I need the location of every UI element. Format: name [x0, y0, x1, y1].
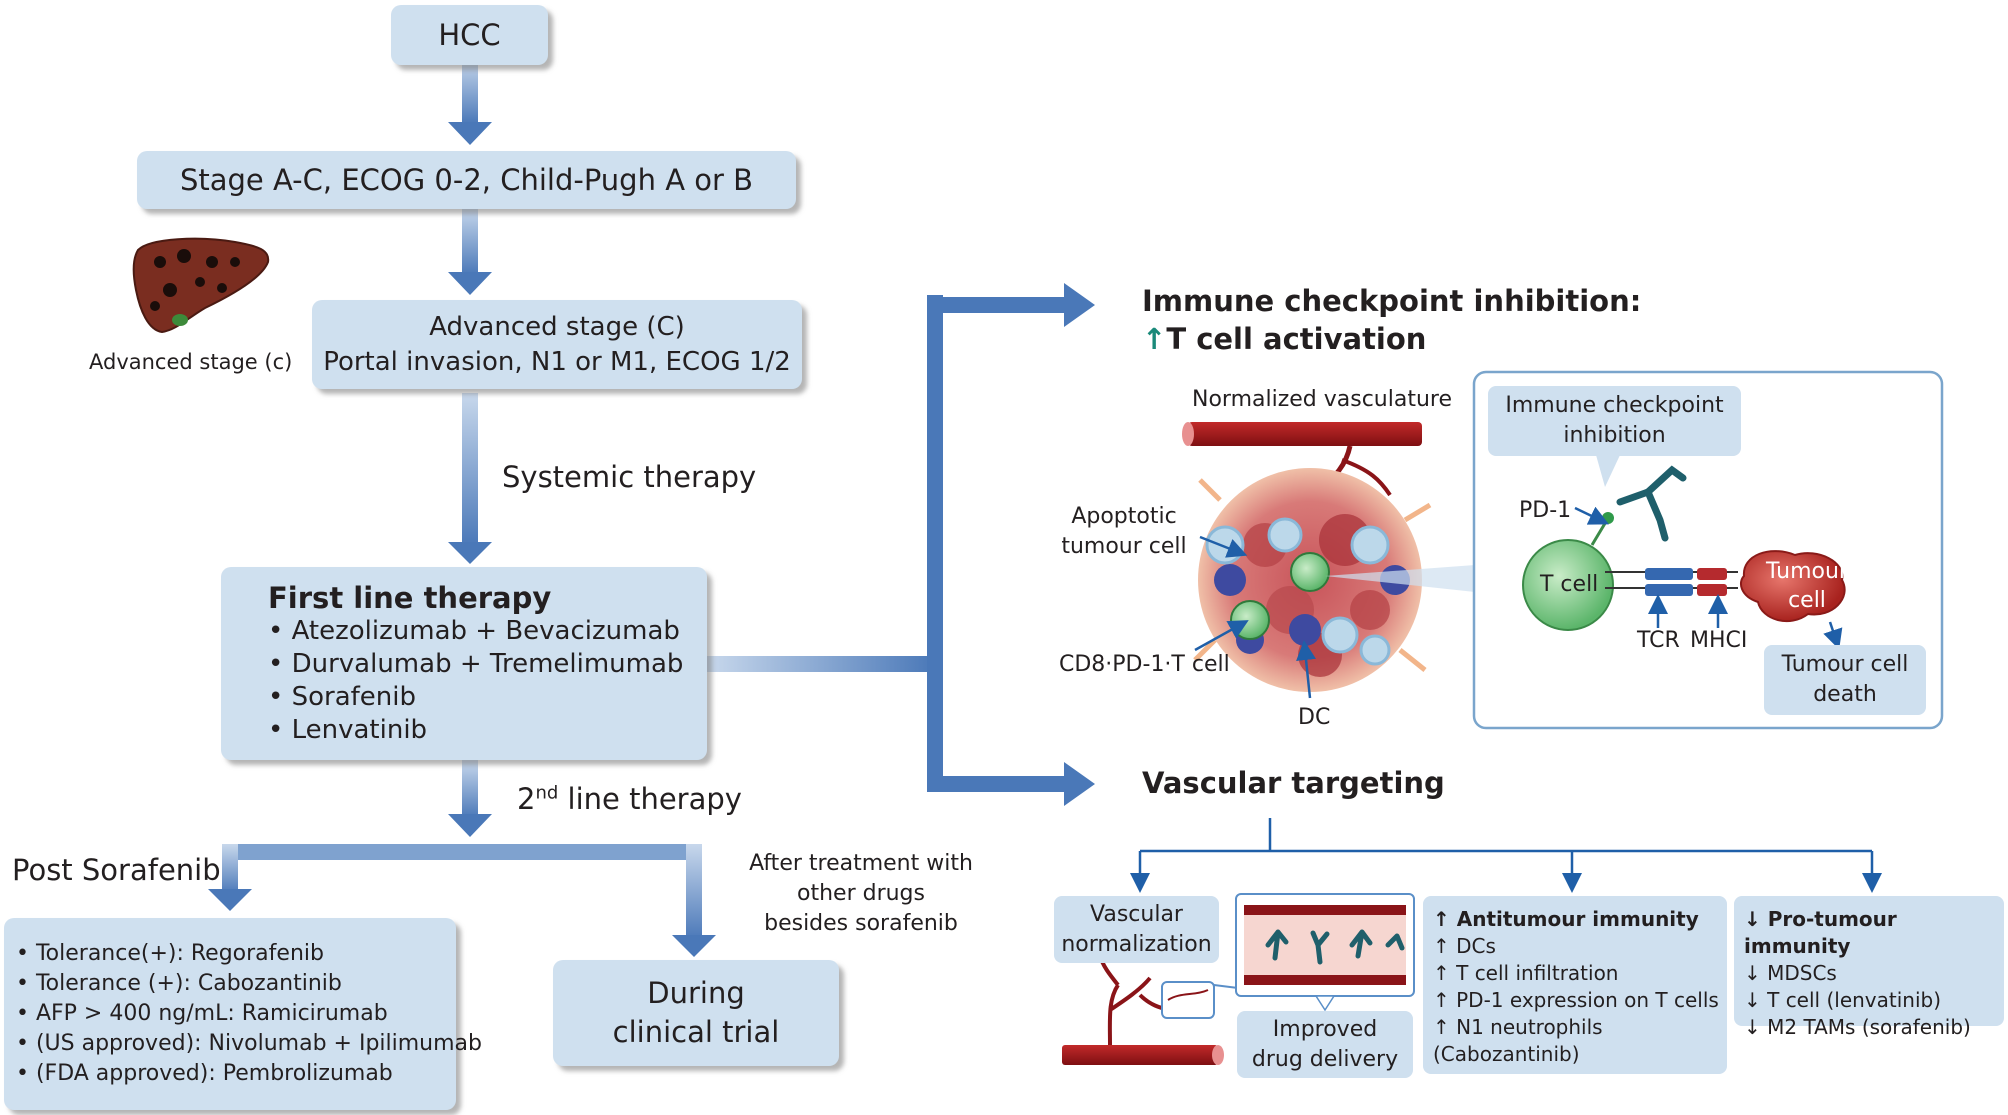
flow-arrows	[208, 58, 1095, 957]
protumour-item: ↓ MDSCs	[1744, 961, 1837, 985]
advanced-stage-line2: Portal invasion, N1 or M1, ECOG 1/2	[323, 346, 791, 377]
tumour-death-box: Tumour cell death	[1764, 645, 1926, 715]
post-item: • (FDA approved): Pembrolizumab	[16, 1061, 393, 1086]
post-sorafenib-list: • Tolerance(+): Regorafenib • Tolerance …	[16, 939, 482, 1089]
apoptotic-label: Apoptotic tumour cell	[1050, 502, 1198, 562]
advanced-stage-line1: Advanced stage (C)	[429, 311, 685, 342]
protumour-list: ↓ MDSCs ↓ T cell (lenvatinib) ↓ M2 TAMs …	[1744, 960, 2004, 1041]
ici-label-line: Immune checkpoint	[1505, 393, 1724, 418]
pd1-label: PD-1	[1519, 498, 1572, 523]
dc-label: DC	[1298, 705, 1331, 730]
vascular-normalization-box: Vascular normalization	[1054, 896, 1219, 963]
tumour-cell-line: Tumour	[1766, 559, 1848, 584]
post-sorafenib-label: Post Sorafenib	[12, 853, 221, 887]
vascular-title: Vascular targeting	[1142, 766, 1445, 800]
tumour-death-line: death	[1813, 682, 1877, 707]
clinical-trial-line: clinical trial	[612, 1015, 780, 1049]
post-item: • Tolerance (+): Cabozantinib	[16, 971, 342, 996]
post-sorafenib-box: • Tolerance(+): Regorafenib • Tolerance …	[4, 918, 482, 1110]
normalized-vasculature-label: Normalized vasculature	[1192, 387, 1453, 412]
antitumour-item: ↑ DCs	[1433, 934, 1496, 958]
apoptotic-line: Apoptotic	[1071, 504, 1177, 529]
after-treatment-line: After treatment with	[749, 851, 973, 876]
clinical-trial-line: During	[647, 976, 745, 1010]
first-line-list: • Atezolizumab + Bevacizumab • Durvaluma…	[268, 615, 707, 747]
antitumour-box: ↑ Antitumour immunity ↑ DCs ↑ T cell inf…	[1423, 896, 1727, 1074]
vascular-normalization-line: normalization	[1061, 931, 1212, 957]
antitumour-list: ↑ DCs ↑ T cell infiltration ↑ PD-1 expre…	[1433, 933, 1727, 1068]
ici-panel	[1472, 370, 1944, 730]
improved-delivery-line: drug delivery	[1251, 1046, 1399, 1072]
vascular-tree	[1130, 818, 1882, 893]
vessel-illustration	[1062, 893, 1415, 1065]
hcc-label: HCC	[438, 18, 501, 52]
advanced-stage-box: Advanced stage (C) Portal invasion, N1 o…	[312, 300, 802, 389]
cd8-label: CD8·PD-1·T cell	[1059, 652, 1230, 677]
immune-title-line2-wrap: ↑T cell activation	[1142, 320, 1641, 358]
apoptotic-line: tumour cell	[1061, 534, 1187, 559]
second-line-text: line therapy	[558, 782, 742, 816]
protumour-title: ↓ Pro-tumour immunity	[1744, 907, 1897, 958]
second-line-suffix: nd	[535, 782, 559, 804]
stage-box: Stage A-C, ECOG 0-2, Child-Pugh A or B	[137, 151, 796, 209]
post-item: • (US approved): Nivolumab + Ipilimumab	[16, 1031, 482, 1056]
after-treatment-line: other drugs	[797, 881, 925, 906]
immune-title-line2: T cell activation	[1166, 322, 1427, 356]
protumour-item: ↓ T cell (lenvatinib)	[1744, 988, 1942, 1012]
antitumour-item: ↑ PD-1 expression on T cells	[1433, 988, 1719, 1012]
antitumour-item: ↑ T cell infiltration	[1433, 961, 1619, 985]
improved-delivery-line: Improved	[1272, 1016, 1378, 1042]
protumour-item: ↓ M2 TAMs (sorafenib)	[1744, 1015, 1971, 1039]
tumour-cell-label: Tumour cell	[1762, 557, 1852, 615]
after-treatment-line: besides sorafenib	[764, 911, 958, 936]
hcc-box: HCC	[391, 5, 548, 65]
vascular-normalization-line: Vascular	[1090, 901, 1183, 927]
first-line-title: First line therapy	[268, 581, 552, 615]
first-line-item: • Lenvatinib	[268, 715, 428, 745]
antitumour-item: (Cabozantinib)	[1433, 1042, 1580, 1066]
immune-title: Immune checkpoint inhibition: ↑T cell ac…	[1142, 282, 1641, 358]
ici-label-line: inhibition	[1563, 423, 1666, 448]
first-line-item: • Atezolizumab + Bevacizumab	[268, 616, 680, 646]
mhci-label: MHCI	[1690, 628, 1748, 653]
protumour-box: ↓ Pro-tumour immunity ↓ MDSCs ↓ T cell (…	[1734, 896, 2004, 1039]
liver-caption: Advanced stage (c)	[89, 350, 293, 374]
immune-title-line1: Immune checkpoint inhibition:	[1142, 284, 1642, 318]
tcr-label: TCR	[1637, 628, 1680, 653]
first-line-box: First line therapy • Atezolizumab + Beva…	[221, 567, 707, 760]
tumour-cell-line: cell	[1788, 588, 1826, 613]
systemic-therapy-label: Systemic therapy	[502, 460, 757, 494]
second-line-number: 2	[517, 782, 536, 816]
tumour-death-line: Tumour cell	[1781, 652, 1909, 677]
up-arrow-icon: ↑	[1142, 322, 1167, 356]
liver-illustration	[132, 237, 270, 334]
antitumour-item: ↑ N1 neutrophils	[1433, 1015, 1603, 1039]
second-line-label: 2nd line therapy	[517, 782, 742, 816]
clinical-trial-box: During clinical trial	[553, 960, 839, 1066]
after-treatment-note: After treatment with other drugs besides…	[736, 849, 986, 939]
first-line-item: • Durvalumab + Tremelimumab	[268, 649, 684, 679]
ici-label-box: Immune checkpoint inhibition	[1488, 386, 1741, 456]
tcell-label: T cell	[1540, 572, 1599, 597]
post-item: • Tolerance(+): Regorafenib	[16, 941, 324, 966]
post-item: • AFP > 400 ng/mL: Ramicirumab	[16, 1001, 388, 1026]
antitumour-title: ↑ Antitumour immunity	[1433, 907, 1699, 931]
stage-label: Stage A-C, ECOG 0-2, Child-Pugh A or B	[179, 163, 754, 197]
tumour-microenvironment	[1182, 422, 1475, 699]
first-line-item: • Sorafenib	[268, 682, 416, 712]
improved-delivery-box: Improved drug delivery	[1237, 1011, 1413, 1078]
